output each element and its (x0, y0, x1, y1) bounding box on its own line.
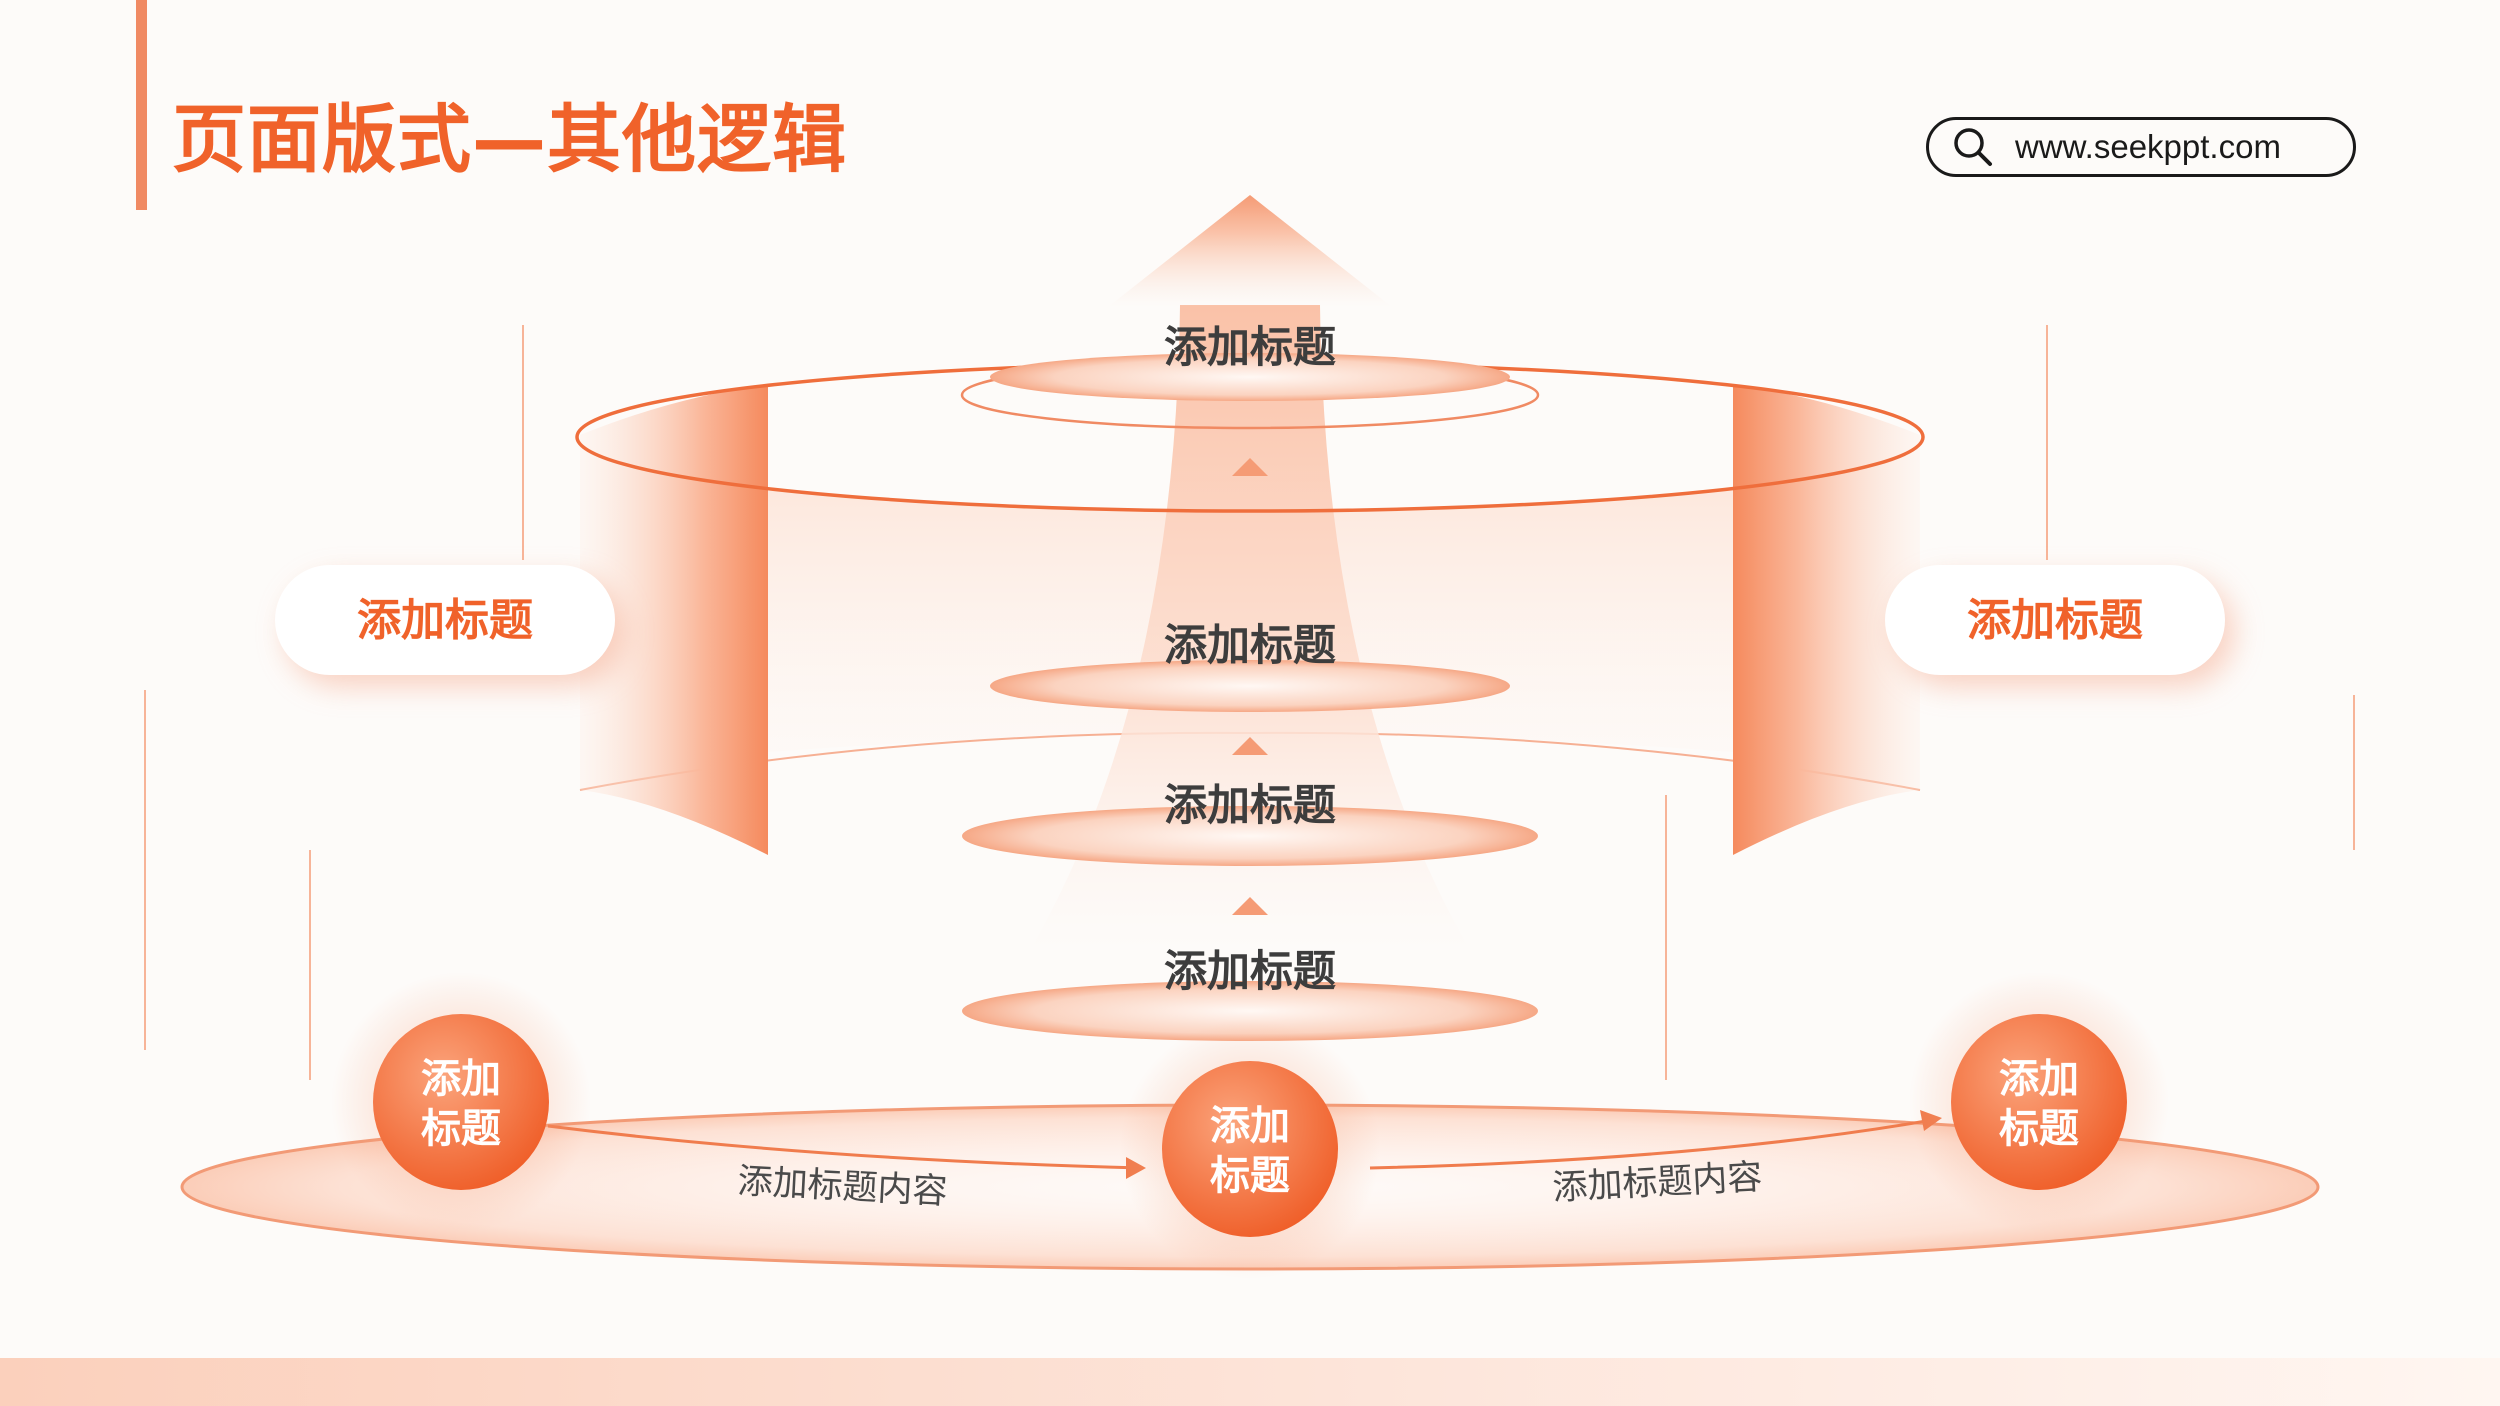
cylinder-wall-right (1733, 385, 1920, 855)
stack-level-2: 添加标题 (990, 621, 1510, 712)
website-url: www.seekppt.com (2015, 128, 2281, 165)
circle-right-line-2: 标题 (1999, 1106, 2079, 1152)
circle-center-line-1: 添加 (1210, 1103, 1290, 1149)
pill-left-label: 添加标题 (357, 595, 533, 646)
pill-left: 添加标题 (275, 565, 625, 687)
search-icon (1954, 128, 1992, 166)
stack-label-4: 添加标题 (1164, 947, 1336, 997)
stack-level-4: 添加标题 (962, 947, 1538, 1041)
circle-left: 添加 标题 (331, 972, 591, 1232)
website-search-box[interactable]: www.seekppt.com (1926, 117, 2356, 177)
pill-right: 添加标题 (1885, 565, 2235, 687)
chevron-up-icon (1232, 897, 1268, 915)
cylinder-wall-left (580, 385, 768, 855)
stack-level-1: 添加标题 (960, 323, 1540, 430)
decorative-lines (144, 325, 2355, 1080)
footer-gradient-bar (0, 1358, 2500, 1406)
circle-right-line-1: 添加 (1999, 1056, 2079, 1102)
circle-left-line-2: 标题 (421, 1106, 501, 1152)
circle-left-line-1: 添加 (421, 1056, 501, 1102)
chevron-up-icon (1232, 737, 1268, 755)
title-accent-bar (136, 0, 147, 210)
stack-label-3: 添加标题 (1164, 781, 1336, 831)
circle-center: 添加 标题 (1120, 1019, 1380, 1279)
stack-label-1: 添加标题 (1164, 323, 1336, 373)
chevron-up-icon (1232, 458, 1268, 476)
pill-right-label: 添加标题 (1967, 595, 2143, 646)
stack-level-3: 添加标题 (962, 781, 1538, 866)
circle-right: 添加 标题 (1909, 972, 2169, 1232)
page-title: 页面版式—其他逻辑 (172, 97, 847, 183)
stack-label-2: 添加标题 (1164, 621, 1336, 671)
circle-center-line-2: 标题 (1210, 1153, 1290, 1199)
up-arrow-icon (1030, 195, 1470, 950)
